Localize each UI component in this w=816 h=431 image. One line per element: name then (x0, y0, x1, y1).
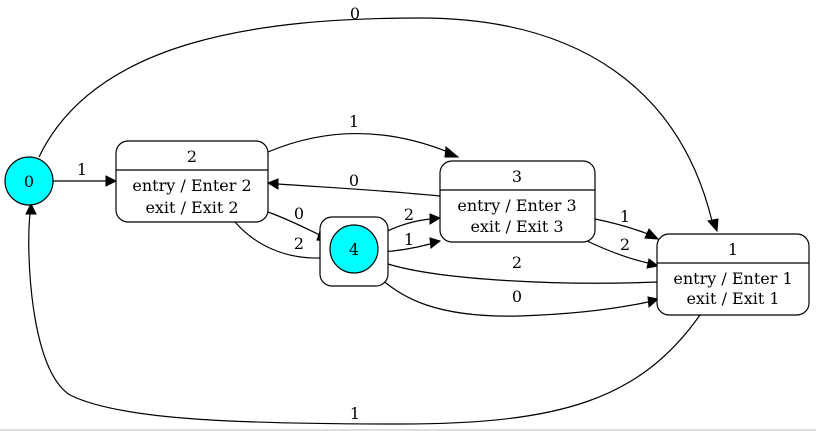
edge-0-to-1-top-arrowhead (707, 218, 719, 233)
edge-label-4-to-1: 0 (512, 287, 522, 306)
edge-2-to-3 (267, 133, 449, 153)
node-0-circle (4, 156, 54, 206)
edge-0-to-2-arrowhead (105, 175, 118, 187)
edge-label-4-to-3-a: 2 (404, 205, 414, 224)
edge-4-to-1 (371, 269, 649, 317)
edge-2-to-4-b (234, 221, 321, 259)
edge-label-0-to-1: 0 (350, 4, 360, 23)
edge-3-to-2-arrowhead (266, 178, 279, 190)
state-3: 3 entry / Enter 3 exit / Exit 3 (439, 160, 596, 243)
node-0: 0 (4, 156, 54, 206)
edge-1-to-0-bottom-arrowhead (25, 202, 37, 215)
edge-2-to-4-a (267, 211, 323, 237)
node-4: 4 (319, 216, 389, 287)
edge-1-to-4 (387, 263, 659, 284)
edge-3-to-2 (277, 183, 441, 197)
state-3-title: 3 (512, 167, 522, 186)
edge-4-to-3-a-arrowhead (429, 213, 442, 225)
state-1: 1 entry / Enter 1 exit / Exit 1 (656, 233, 810, 316)
edge-label-3-to-2: 0 (349, 171, 359, 190)
node-4-label: 4 (349, 240, 359, 259)
edge-4-to-1-arrowhead (647, 296, 660, 309)
state-3-box (439, 160, 596, 243)
state-1-title: 1 (728, 240, 738, 259)
state-2: 2 entry / Enter 2 exit / Exit 2 (115, 140, 269, 223)
edge-label-3-to-1-a: 1 (620, 207, 630, 226)
edge-label-2-to-4-a: 0 (294, 204, 304, 223)
state-2-entry: entry / Enter 2 (132, 176, 251, 195)
edge-label-0-to-2: 1 (77, 160, 87, 179)
state-2-title: 2 (187, 147, 197, 166)
edge-3-to-1-b (584, 239, 649, 264)
edge-label-2-to-3: 1 (349, 112, 359, 131)
state-1-exit: exit / Exit 1 (686, 289, 779, 308)
state-1-entry: entry / Enter 1 (673, 269, 792, 288)
state-2-box (115, 140, 269, 223)
edge-label-1-to-0: 1 (350, 404, 360, 423)
edge-3-to-1-b-arrowhead (646, 258, 660, 269)
edge-1-to-0-bottom (28, 213, 701, 425)
node-0-label: 0 (24, 172, 34, 191)
state-2-exit: exit / Exit 2 (145, 198, 238, 217)
state-3-exit: exit / Exit 3 (470, 217, 563, 236)
edge-label-2-to-4-b: 2 (294, 234, 304, 253)
edge-label-3-to-1-b: 2 (620, 235, 630, 254)
state-3-entry: entry / Enter 3 (457, 196, 576, 215)
edge-3-to-1-a-arrowhead (644, 228, 660, 240)
edge-2-to-3-arrowhead (444, 146, 460, 158)
edge-4-to-3-b-arrowhead (429, 237, 442, 249)
state-1-box (656, 233, 810, 316)
edge-label-1-to-4: 2 (512, 253, 522, 272)
edge-0-to-1-top (38, 17, 713, 222)
node-4-circle (329, 224, 379, 274)
edge-3-to-1-a (594, 218, 649, 235)
edge-label-4-to-3-b: 1 (404, 230, 414, 249)
